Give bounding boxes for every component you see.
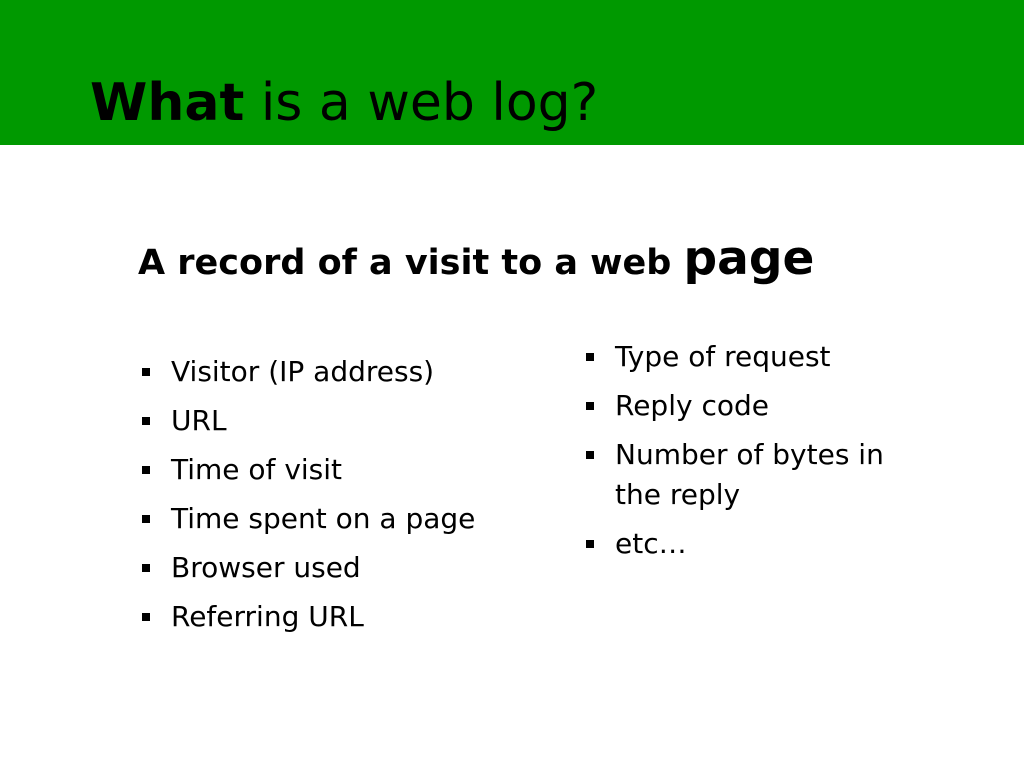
list-item: Number of bytes in the reply: [584, 435, 914, 515]
list-item: Time spent on a page: [140, 499, 540, 539]
square-bullet-icon: [142, 564, 150, 572]
square-bullet-icon: [142, 613, 150, 621]
list-item: Visitor (IP address): [140, 352, 540, 392]
list-item: Referring URL: [140, 597, 540, 637]
square-bullet-icon: [142, 368, 150, 376]
list-item: URL: [140, 401, 540, 441]
list-item: Time of visit: [140, 450, 540, 490]
square-bullet-icon: [586, 402, 594, 410]
slide-title-rest: is a web log?: [244, 73, 599, 133]
list-item-text: Visitor (IP address): [171, 355, 435, 388]
list-item: Type of request: [584, 337, 914, 377]
list-item-text: etc…: [615, 527, 687, 560]
square-bullet-icon: [142, 515, 150, 523]
list-item-text: Time of visit: [171, 453, 343, 486]
square-bullet-icon: [586, 540, 594, 548]
square-bullet-icon: [142, 466, 150, 474]
right-bullet-list: Type of request Reply code Number of byt…: [584, 337, 914, 573]
list-item: Browser used: [140, 548, 540, 588]
slide-subtitle-main: A record of a visit to a web: [138, 243, 684, 283]
slide-title-emphasis: What: [90, 73, 245, 133]
list-item-text: URL: [171, 404, 227, 437]
list-item-text: Reply code: [615, 389, 769, 422]
list-item-text: Time spent on a page: [171, 502, 476, 535]
square-bullet-icon: [586, 353, 594, 361]
slide-subtitle: A record of a visit to a web page: [138, 232, 814, 290]
square-bullet-icon: [586, 451, 594, 459]
list-item-text: Number of bytes in the reply: [615, 438, 884, 511]
list-item-text: Referring URL: [171, 600, 364, 633]
left-bullet-list: Visitor (IP address) URL Time of visit T…: [140, 352, 540, 646]
slide-subtitle-emphasis: page: [683, 231, 815, 286]
list-item-text: Browser used: [171, 551, 361, 584]
list-item-text: Type of request: [615, 340, 831, 373]
square-bullet-icon: [142, 417, 150, 425]
slide-title: What is a web log?: [90, 72, 598, 134]
list-item: etc…: [584, 524, 914, 564]
list-item: Reply code: [584, 386, 914, 426]
title-bar: What is a web log?: [0, 0, 1024, 145]
